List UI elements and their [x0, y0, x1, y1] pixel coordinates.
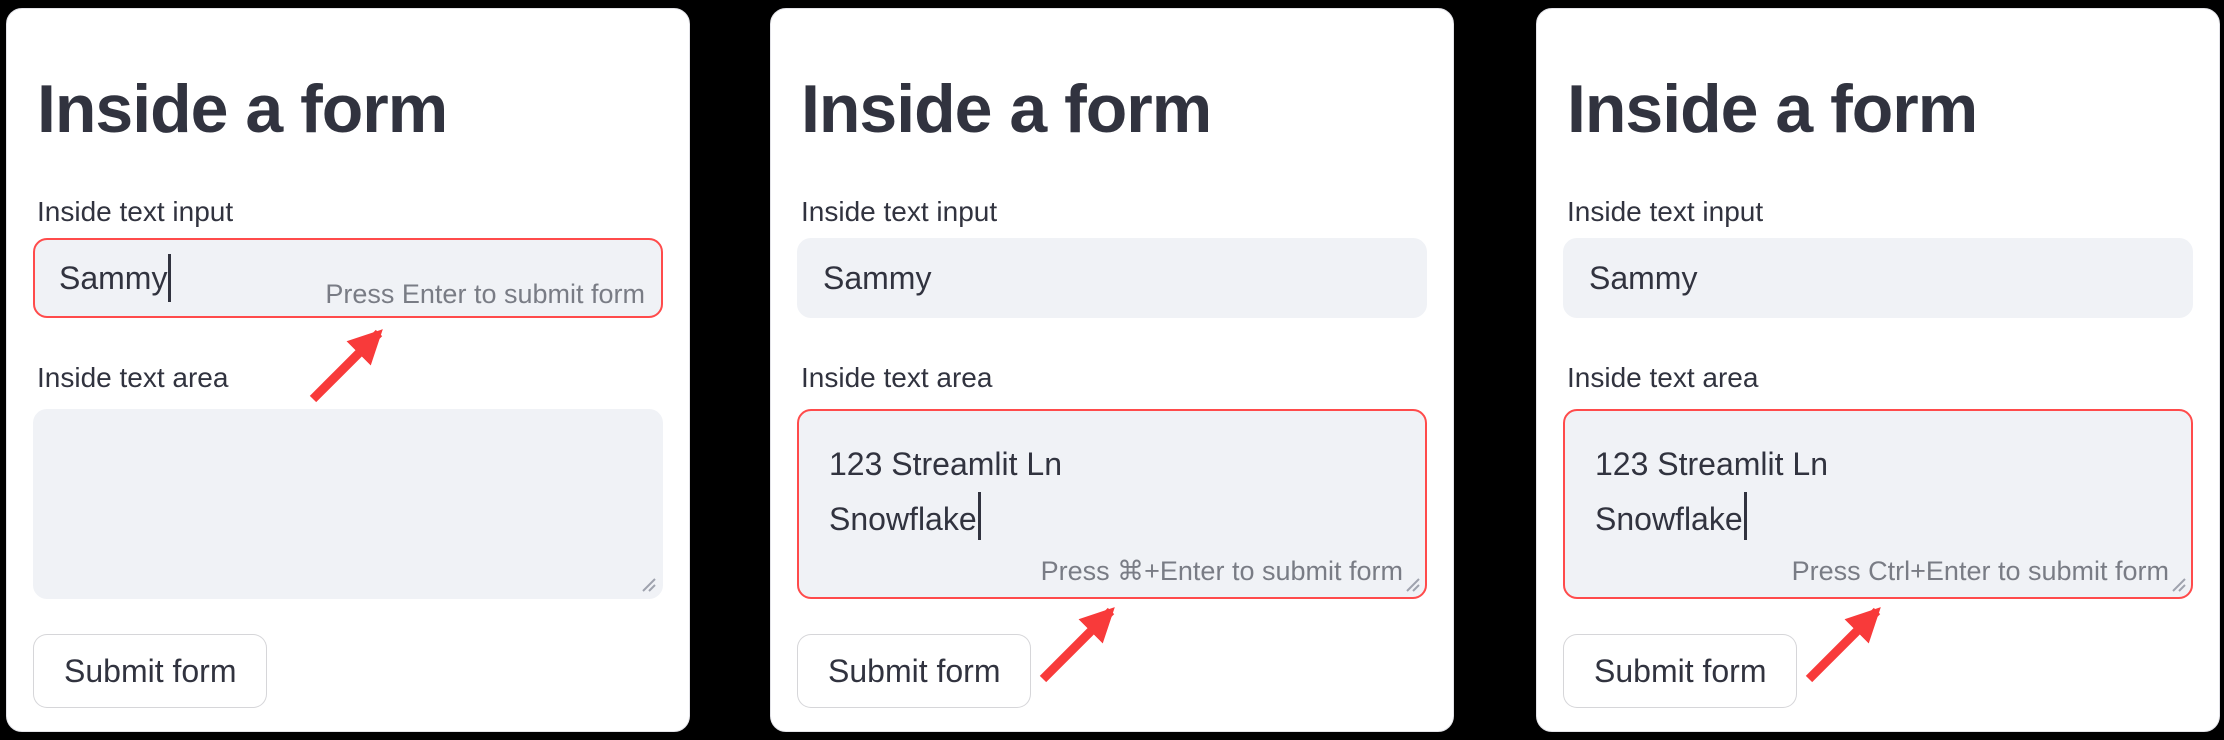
form-title: Inside a form	[801, 71, 1212, 147]
text-area-value: 123 Streamlit Ln Snowflake	[1595, 437, 2161, 547]
form-title: Inside a form	[37, 71, 448, 147]
text-caret	[1743, 492, 1747, 540]
form-card-enter: Inside a form Inside text input Sammy Pr…	[6, 8, 690, 732]
text-input-label: Inside text input	[801, 196, 998, 227]
text-input-value: Sammy	[823, 259, 932, 296]
text-caret	[977, 492, 981, 540]
submit-form-button[interactable]: Submit form	[797, 634, 1032, 708]
text-input-label: Inside text input	[37, 196, 234, 227]
text-input-label: Inside text input	[1567, 196, 1764, 227]
form-card-cmd-enter: Inside a form Inside text input Sammy In…	[770, 8, 1454, 732]
submit-form-button[interactable]: Submit form	[1563, 634, 1798, 708]
resize-handle-icon[interactable]	[2168, 574, 2188, 594]
resize-handle-icon[interactable]	[1402, 574, 1422, 594]
text-area[interactable]: 123 Streamlit Ln Snowflake Press Ctrl+En…	[1563, 409, 2193, 599]
cmd-enter-hint: Press ⌘+Enter to submit form	[1040, 556, 1403, 586]
text-area-value: 123 Streamlit Ln Snowflake	[829, 437, 1395, 547]
text-caret	[168, 254, 172, 302]
text-area[interactable]: 123 Streamlit Ln Snowflake Press ⌘+Enter…	[797, 409, 1427, 599]
text-input[interactable]: Sammy	[1563, 238, 2193, 318]
text-area-label: Inside text area	[1567, 362, 1759, 393]
text-area[interactable]	[33, 409, 663, 599]
text-input-value: Sammy	[1589, 259, 1698, 296]
text-input-value: Sammy	[59, 240, 637, 316]
ctrl-enter-hint: Press Ctrl+Enter to submit form	[1791, 556, 2169, 586]
text-input[interactable]: Sammy Press Enter to submit form	[33, 238, 663, 318]
form-card-ctrl-enter: Inside a form Inside text input Sammy In…	[1536, 8, 2220, 732]
resize-handle-icon[interactable]	[638, 574, 658, 594]
form-title: Inside a form	[1567, 71, 1978, 147]
submit-form-button[interactable]: Submit form	[33, 634, 268, 708]
text-area-label: Inside text area	[801, 362, 993, 393]
text-input[interactable]: Sammy	[797, 238, 1427, 318]
text-area-label: Inside text area	[37, 362, 229, 393]
